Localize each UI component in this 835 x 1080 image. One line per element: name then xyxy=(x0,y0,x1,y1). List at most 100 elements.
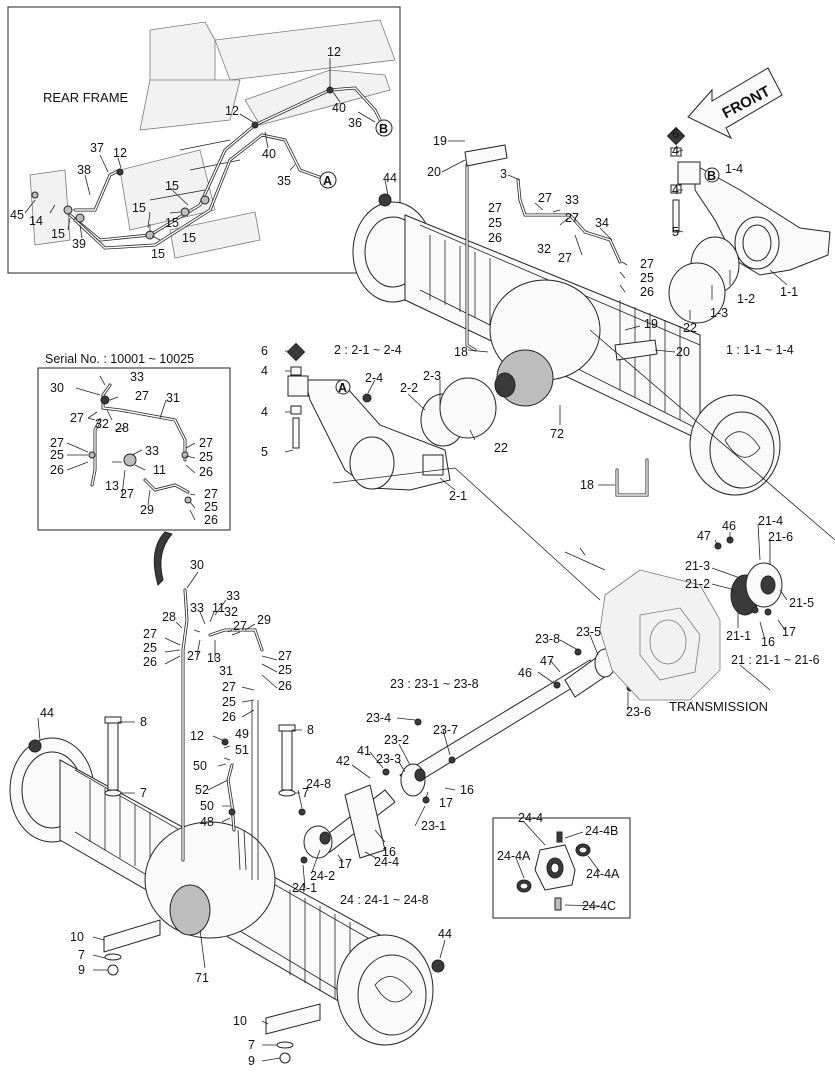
rear-axle-support-1 xyxy=(666,126,831,324)
label: 11 xyxy=(212,601,225,615)
label: 16 xyxy=(761,635,775,649)
label: 25 xyxy=(143,641,157,655)
label: 13 xyxy=(105,479,119,493)
label: 21-5 xyxy=(789,596,814,610)
label: 20 xyxy=(427,165,441,179)
drive-shaft-assembly: 24-8 42 41 23-2 23-3 23-4 23-7 17 16 23-… xyxy=(292,625,651,907)
label: 12 xyxy=(113,146,127,160)
label: 71 xyxy=(195,971,209,985)
label: 4 xyxy=(261,405,268,419)
label: 45 xyxy=(10,208,24,222)
label: 33 xyxy=(130,370,144,384)
label: 27 xyxy=(640,257,654,271)
label: 33 xyxy=(565,193,579,207)
label: 38 xyxy=(77,163,91,177)
label: 23-8 xyxy=(535,632,560,646)
rear-frame-inset: REAR FRAME xyxy=(7,6,401,274)
front-axle-assembly xyxy=(9,588,445,1064)
label: 27 xyxy=(204,487,218,501)
label: 25 xyxy=(199,450,213,464)
label: 15 xyxy=(165,216,179,230)
label: 47 xyxy=(540,654,554,668)
label: 33 xyxy=(190,601,204,615)
label: 4 xyxy=(261,364,268,378)
label: 24-1 xyxy=(292,881,317,895)
serial-caption: Serial No. : 10001 ~ 10025 xyxy=(45,352,194,366)
label: 24-4 xyxy=(374,855,399,869)
rear-frame-caption: REAR FRAME xyxy=(43,90,129,105)
label: 24-4A xyxy=(586,867,620,881)
label: 17 xyxy=(338,857,352,871)
label: 18 xyxy=(454,345,468,359)
front-axle-cooling-fins xyxy=(89,780,351,1007)
label: 21-3 xyxy=(685,559,710,573)
label: 35 xyxy=(277,174,291,188)
label: 23-6 xyxy=(626,705,651,719)
label: 44 xyxy=(40,706,54,720)
label: 2-2 xyxy=(400,381,418,395)
label: 26 xyxy=(204,513,218,527)
label: 42 xyxy=(336,754,350,768)
label: 12 xyxy=(327,45,341,59)
label: 20 xyxy=(676,345,690,359)
label: 17 xyxy=(782,625,796,639)
label: 16 xyxy=(382,845,396,859)
label: 15 xyxy=(151,247,165,261)
label: 46 xyxy=(722,519,736,533)
label: 34 xyxy=(595,216,609,230)
serial-number-inset: Serial No. : 10001 ~ 10025 33 30 27 31 2… xyxy=(37,352,231,531)
label: 32 xyxy=(224,605,238,619)
label: 16 xyxy=(460,783,474,797)
label: 37 xyxy=(90,141,104,155)
label: 6 xyxy=(672,127,679,141)
serial-inset-pointer-arrow xyxy=(153,531,173,586)
label: 2-1 xyxy=(449,489,467,503)
label: 27 xyxy=(222,680,236,694)
label: 1-3 xyxy=(710,306,728,320)
label: 7 xyxy=(140,786,147,800)
label: 23-1 xyxy=(421,819,446,833)
label: 21 : 21-1 ~ 21-6 xyxy=(731,653,820,667)
label: 27 xyxy=(488,201,502,215)
label: 22 xyxy=(494,441,508,455)
label: 50 xyxy=(200,799,214,813)
label: 3 xyxy=(500,167,507,181)
label: 15 xyxy=(51,227,65,241)
label: 24-4A xyxy=(497,849,531,863)
label: 26 xyxy=(222,710,236,724)
label: 2 : 2-1 ~ 2-4 xyxy=(334,343,402,357)
label: 33 xyxy=(226,589,240,603)
label: 19 xyxy=(644,317,658,331)
label: 31 xyxy=(166,391,180,405)
label: 24-4B xyxy=(585,824,618,838)
detail-24-4-inset: 24-4 24-4B 24-4A 24-4A 24-4C xyxy=(492,811,631,919)
label: 7 xyxy=(78,948,85,962)
label: 27 xyxy=(50,436,64,450)
callout-a-rear: A xyxy=(319,171,337,189)
label: 23 : 23-1 ~ 23-8 xyxy=(390,677,479,691)
label: 27 xyxy=(199,436,213,450)
label: 23-4 xyxy=(366,711,391,725)
detail-24-4-border xyxy=(492,817,631,919)
detail-24-4-caption: 24-4 xyxy=(518,811,543,825)
callout-b-rear: B xyxy=(375,119,393,137)
label: 25 xyxy=(488,216,502,230)
label: 27 xyxy=(565,211,579,225)
label: 29 xyxy=(257,613,271,627)
label: 23-7 xyxy=(433,723,458,737)
label: 18 xyxy=(580,478,594,492)
label: 12 xyxy=(190,729,204,743)
rear-axle-assembly xyxy=(352,144,781,497)
rear-frame-brake-pipes xyxy=(31,86,382,250)
label: 9 xyxy=(248,1054,255,1068)
label: 24-2 xyxy=(310,869,335,883)
label: 32 xyxy=(95,417,109,431)
label: 25 xyxy=(204,500,218,514)
rear-axle-support-2 xyxy=(286,342,497,491)
callout-a-letter: A xyxy=(323,174,332,188)
label: 29 xyxy=(140,503,154,517)
label: 24-4C xyxy=(582,899,616,913)
label: 23-3 xyxy=(376,752,401,766)
label: 28 xyxy=(162,610,176,624)
label: 30 xyxy=(50,381,64,395)
